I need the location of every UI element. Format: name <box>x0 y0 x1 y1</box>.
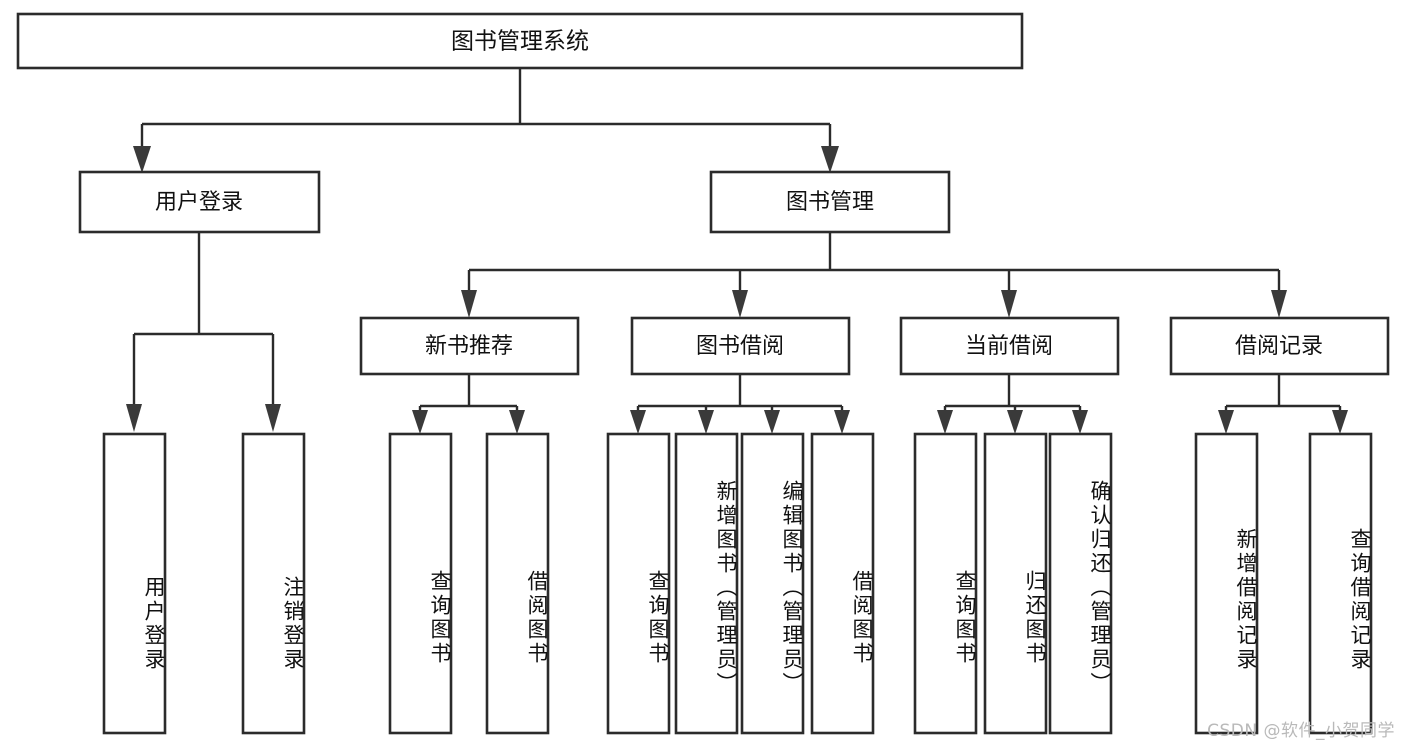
connectors-currentborrow-to-leaves <box>937 374 1088 434</box>
node-book-borrow[interactable]: 图书借阅 <box>630 316 851 376</box>
arrow-head-icon <box>732 290 748 318</box>
arrow-head-icon <box>1218 410 1234 434</box>
node-borrow-record[interactable]: 借阅记录 <box>1169 316 1390 376</box>
arrow-head-icon <box>764 410 780 434</box>
node-book-management-box[interactable] <box>709 170 951 234</box>
leaf-box-book-borrow-2[interactable] <box>740 432 805 735</box>
arrow-head-icon <box>834 410 850 434</box>
leaf-boxes-user-login <box>102 432 306 735</box>
arrow-head-icon <box>412 410 428 434</box>
arrow-head-icon <box>1007 410 1023 434</box>
arrow-head-icon <box>698 410 714 434</box>
node-user-login-box[interactable] <box>78 170 321 234</box>
node-new-book-recommend-box[interactable] <box>359 316 580 376</box>
node-current-borrow-label: 当前借阅 <box>965 334 1053 359</box>
connectors-root-to-level2 <box>133 68 839 173</box>
leaf-box-borrow-record-0[interactable] <box>1194 432 1259 735</box>
arrow-head-icon <box>461 290 477 318</box>
node-book-management-label: 图书管理 <box>786 190 874 215</box>
node-new-book-recommend-label: 新书推荐 <box>425 334 513 359</box>
leaf-box-new-book-1[interactable] <box>485 432 550 735</box>
node-borrow-record-box[interactable] <box>1169 316 1390 376</box>
leaf-boxes-new-book-recommend <box>388 432 550 735</box>
node-user-login[interactable]: 用户登录 <box>78 170 321 234</box>
node-book-borrow-box[interactable] <box>630 316 851 376</box>
connectors-borrowrecord-to-leaves <box>1218 374 1348 434</box>
leaf-box-book-borrow-3[interactable] <box>810 432 875 735</box>
arrow-head-icon <box>133 146 151 173</box>
arrow-head-icon <box>126 404 142 432</box>
leaf-box-current-borrow-2[interactable] <box>1048 432 1113 735</box>
connectors-bookmgmt-to-level3 <box>461 232 1287 318</box>
connectors-userlogin-to-leaves <box>126 232 281 432</box>
arrow-head-icon <box>937 410 953 434</box>
arrow-head-icon <box>1271 290 1287 318</box>
node-book-borrow-label: 图书借阅 <box>696 334 784 359</box>
leaf-boxes-current-borrow <box>913 432 1113 735</box>
leaf-box-current-borrow-1[interactable] <box>983 432 1048 735</box>
node-current-borrow[interactable]: 当前借阅 <box>899 316 1120 376</box>
arrow-head-icon <box>265 404 281 432</box>
arrow-head-icon <box>1332 410 1348 434</box>
node-current-borrow-box[interactable] <box>899 316 1120 376</box>
node-new-book-recommend[interactable]: 新书推荐 <box>359 316 580 376</box>
leaf-boxes-book-borrow <box>606 432 875 735</box>
leaf-box-new-book-0[interactable] <box>388 432 453 735</box>
leaf-box-current-borrow-0[interactable] <box>913 432 978 735</box>
leaf-box-user-login-1[interactable] <box>241 432 306 735</box>
arrow-head-icon <box>821 146 839 173</box>
leaf-box-user-login-0[interactable] <box>102 432 167 735</box>
watermark-text: CSDN @软件_小贺同学 <box>1207 721 1395 741</box>
arrow-head-icon <box>630 410 646 434</box>
leaf-box-book-borrow-1[interactable] <box>674 432 739 735</box>
leaf-box-book-borrow-0[interactable] <box>606 432 671 735</box>
node-borrow-record-label: 借阅记录 <box>1235 334 1323 359</box>
arrow-head-icon <box>1072 410 1088 434</box>
connectors-newbook-to-leaves <box>412 374 525 434</box>
node-root[interactable]: 图书管理系统 <box>16 12 1024 70</box>
node-root-label: 图书管理系统 <box>451 29 589 55</box>
leaf-boxes-borrow-record <box>1194 432 1373 735</box>
arrow-head-icon <box>1001 290 1017 318</box>
leaf-box-borrow-record-1[interactable] <box>1308 432 1373 735</box>
node-book-management[interactable]: 图书管理 <box>709 170 951 234</box>
connectors-bookborrow-to-leaves <box>630 374 850 434</box>
arrow-head-icon <box>509 410 525 434</box>
node-root-box[interactable] <box>16 12 1024 70</box>
node-user-login-label: 用户登录 <box>155 190 243 215</box>
